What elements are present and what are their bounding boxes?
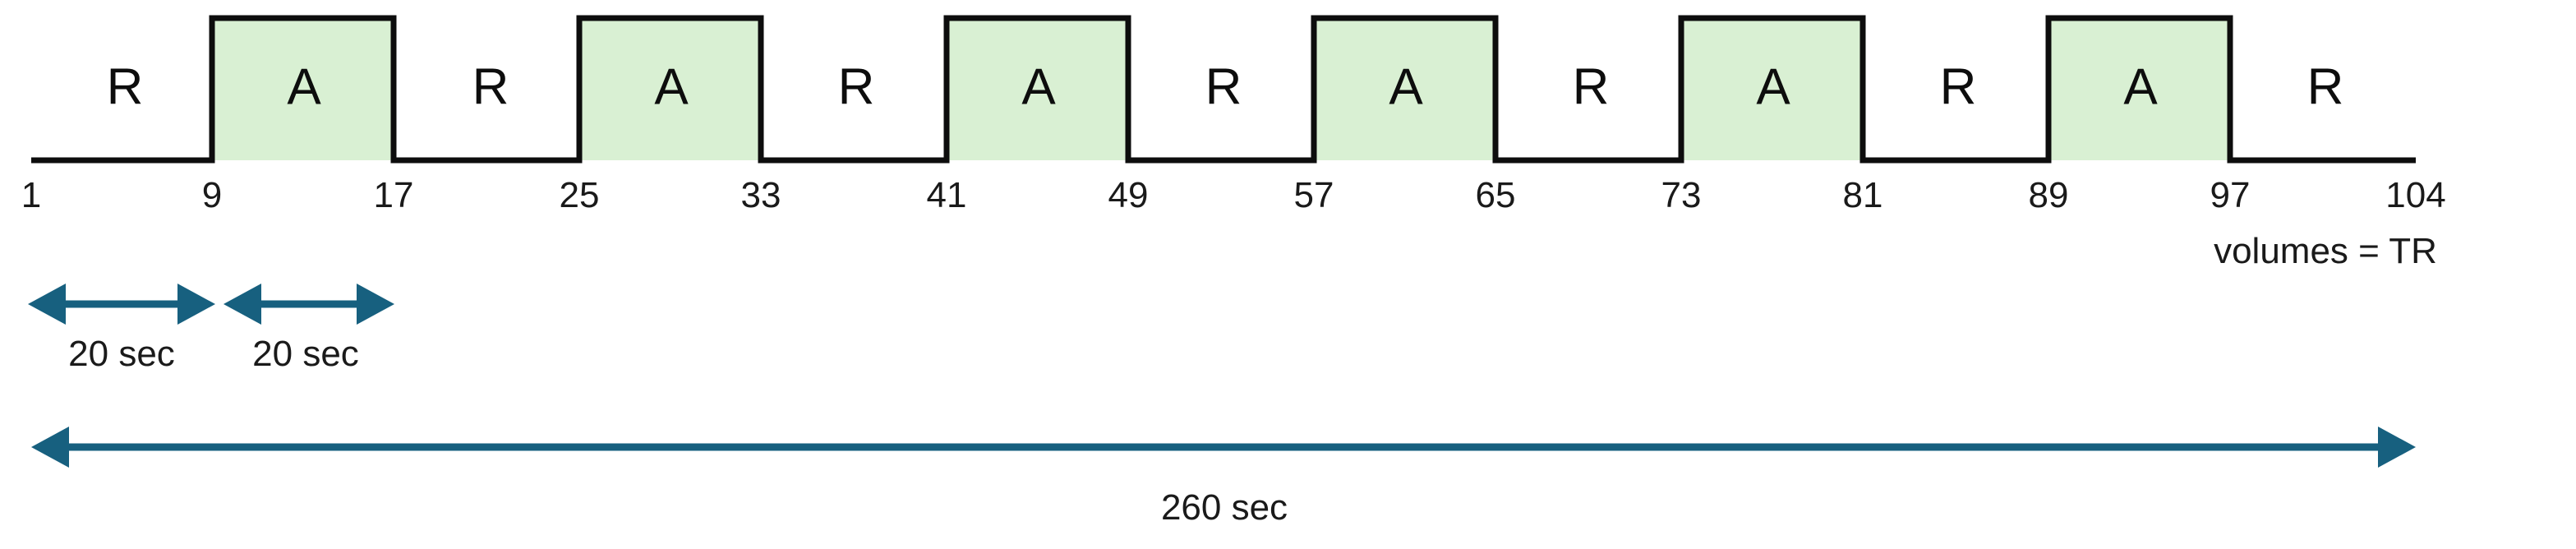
tick-label-73: 73 — [1661, 175, 1702, 215]
condition-label-a-4: A — [1389, 58, 1423, 115]
tick-label-104: 104 — [2385, 175, 2445, 215]
condition-label-r-6: R — [1940, 58, 1977, 115]
active-block-fill-4 — [1314, 18, 1495, 160]
span-260sec-total: 260 sec — [31, 427, 2416, 528]
active-block-fill-6 — [2048, 18, 2230, 160]
active-block-fill-3 — [947, 18, 1128, 160]
condition-label-a-3: A — [1021, 58, 1056, 115]
condition-label-a-2: A — [654, 58, 689, 115]
active-block-fill-5 — [1681, 18, 1863, 160]
tick-label-9: 9 — [202, 175, 222, 215]
tick-label-1: 1 — [21, 175, 41, 215]
tick-label-97: 97 — [2210, 175, 2251, 215]
active-block-fills — [212, 18, 2230, 160]
span-20sec-active: 20 sec — [223, 284, 394, 374]
tick-label-57: 57 — [1294, 175, 1334, 215]
tick-label-25: 25 — [560, 175, 600, 215]
span-20sec-active-label: 20 sec — [252, 334, 359, 374]
square-wave-outline — [31, 15, 2416, 164]
condition-label-r-1: R — [107, 58, 144, 115]
condition-label-r-7: R — [2307, 58, 2344, 115]
condition-label-r-2: R — [472, 58, 509, 115]
span-260sec-total-arrowhead-right — [2378, 427, 2416, 468]
span-20sec-active-arrowhead-right — [357, 284, 394, 325]
condition-labels: R A R A R A R A R A R A R — [107, 58, 2344, 115]
tick-label-89: 89 — [2029, 175, 2069, 215]
active-block-fill-1 — [212, 18, 394, 160]
span-260sec-total-arrowhead-left — [31, 427, 69, 468]
tick-label-81: 81 — [1843, 175, 1883, 215]
tick-label-49: 49 — [1108, 175, 1149, 215]
span-20sec-rest: 20 sec — [28, 284, 215, 374]
condition-label-r-5: R — [1573, 58, 1610, 115]
span-20sec-rest-label: 20 sec — [68, 334, 175, 374]
span-20sec-rest-arrowhead-left — [28, 284, 66, 325]
active-block-fill-2 — [579, 18, 761, 160]
tick-label-33: 33 — [741, 175, 781, 215]
x-axis-caption: volumes = TR — [2214, 231, 2437, 271]
condition-label-r-4: R — [1205, 58, 1242, 115]
span-260sec-total-label: 260 sec — [1161, 487, 1288, 528]
span-20sec-active-arrowhead-left — [223, 284, 261, 325]
axis-tick-labels: 1 9 17 25 33 41 49 57 65 73 81 89 97 104 — [21, 175, 2446, 215]
tick-label-17: 17 — [374, 175, 414, 215]
condition-label-a-5: A — [1756, 58, 1790, 115]
condition-label-r-3: R — [838, 58, 875, 115]
condition-label-a-6: A — [2123, 58, 2158, 115]
condition-label-a-1: A — [287, 58, 321, 115]
tick-label-65: 65 — [1476, 175, 1516, 215]
span-20sec-rest-arrowhead-right — [177, 284, 215, 325]
tick-label-41: 41 — [927, 175, 967, 215]
